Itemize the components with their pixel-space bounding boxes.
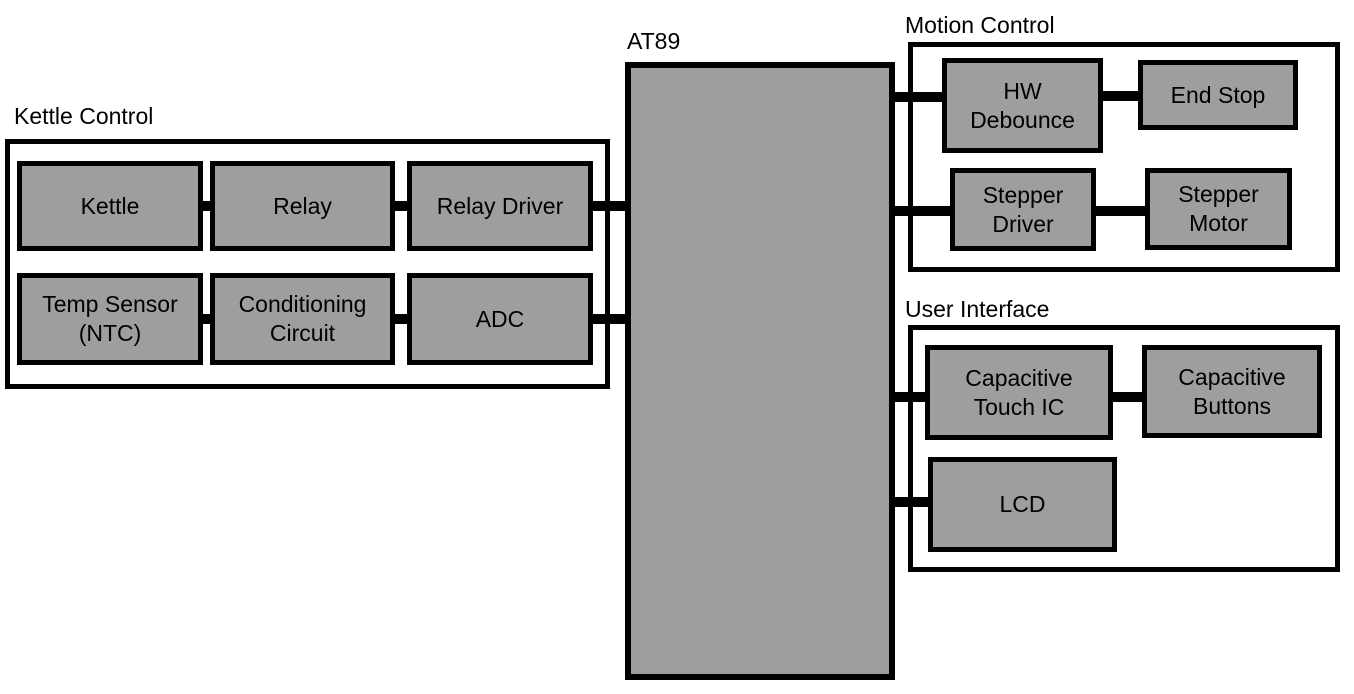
at89-title: AT89 bbox=[627, 28, 681, 54]
lcd-block-label: LCD bbox=[999, 491, 1046, 517]
temp-sensor-block: Temp Sensor (NTC) bbox=[17, 273, 203, 365]
end-stop-block-label: End Stop bbox=[1170, 81, 1266, 108]
connector-at89-capacitive-touch-ic bbox=[891, 392, 929, 402]
stepper-driver-block-label: Stepper Driver bbox=[982, 181, 1064, 237]
stepper-motor-block: Stepper Motor bbox=[1145, 168, 1292, 250]
capacitive-buttons-block: Capacitive Buttons bbox=[1142, 345, 1322, 438]
conditioning-circuit-block: Conditioning Circuit bbox=[210, 273, 395, 365]
relay-block-label: Relay bbox=[273, 192, 332, 219]
connector-adc-at89 bbox=[589, 314, 629, 324]
user-interface-title: User Interface bbox=[905, 296, 1050, 322]
at89-block bbox=[625, 62, 895, 680]
connector-at89-hw-debounce bbox=[891, 92, 946, 102]
end-stop-block: End Stop bbox=[1138, 60, 1298, 130]
connector-at89-stepper-driver bbox=[891, 206, 954, 216]
relay-driver-block-label: Relay Driver bbox=[436, 192, 564, 219]
lcd-block: LCD bbox=[928, 457, 1117, 552]
hw-debounce-block-label: HW Debounce bbox=[970, 77, 1075, 133]
kettle-control-title: Kettle Control bbox=[14, 103, 154, 129]
connector-at89-lcd bbox=[891, 497, 932, 507]
connector-kettle-relay bbox=[199, 201, 214, 211]
hw-debounce-block: HW Debounce bbox=[942, 58, 1103, 153]
motion-control-title: Motion Control bbox=[905, 12, 1055, 38]
connector-stepper-driver-stepper-motor bbox=[1092, 206, 1149, 216]
capacitive-touch-ic-block: Capacitive Touch IC bbox=[925, 345, 1113, 440]
stepper-driver-block: Stepper Driver bbox=[950, 168, 1096, 251]
relay-block: Relay bbox=[210, 161, 395, 251]
conditioning-circuit-block-label: Conditioning Circuit bbox=[238, 291, 367, 346]
stepper-motor-block-label: Stepper Motor bbox=[1178, 181, 1259, 236]
temp-sensor-block-label: Temp Sensor (NTC) bbox=[42, 291, 178, 346]
connector-relay-driver-at89 bbox=[589, 201, 629, 211]
connector-conditioning-adc bbox=[391, 314, 411, 324]
connector-hw-debounce-end-stop bbox=[1099, 91, 1142, 101]
kettle-block: Kettle bbox=[17, 161, 203, 251]
capacitive-touch-ic-block-label: Capacitive Touch IC bbox=[965, 364, 1073, 420]
connector-relay-relay-driver bbox=[391, 201, 411, 211]
kettle-block-label: Kettle bbox=[80, 192, 140, 219]
adc-block: ADC bbox=[407, 273, 593, 365]
connector-capacitive-touch-ic-capacitive-buttons bbox=[1109, 392, 1146, 402]
relay-driver-block: Relay Driver bbox=[407, 161, 593, 251]
capacitive-buttons-block-label: Capacitive Buttons bbox=[1178, 363, 1286, 419]
connector-temp-sensor-conditioning bbox=[199, 314, 214, 324]
adc-block-label: ADC bbox=[475, 305, 525, 332]
